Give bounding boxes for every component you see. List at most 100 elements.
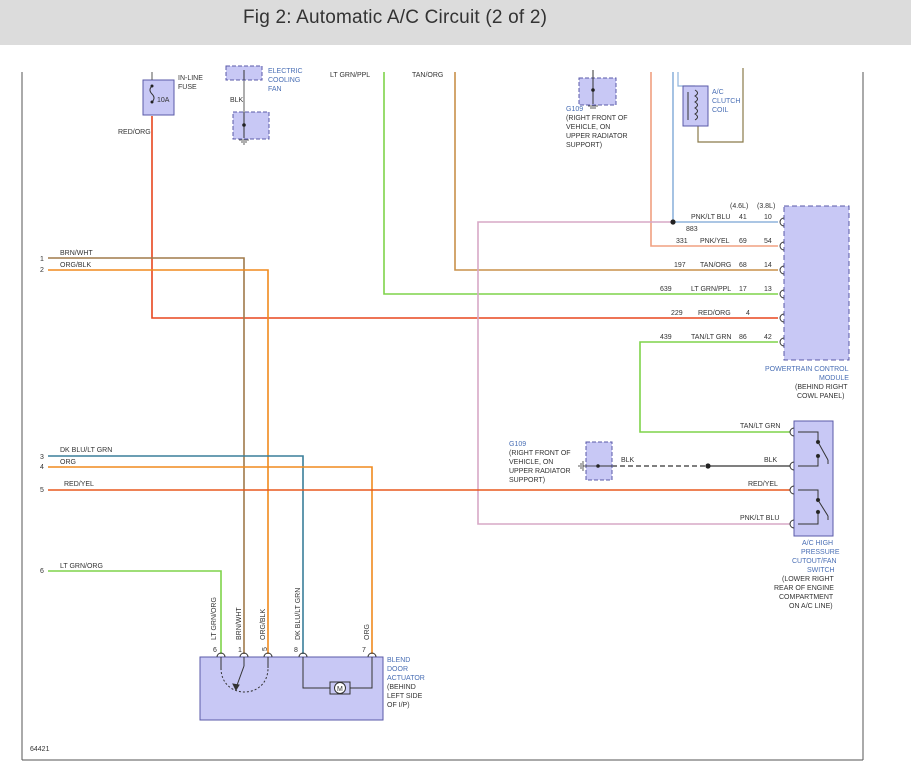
actuator-pin-1-num: 1 bbox=[238, 647, 242, 654]
wire-clutch-upper bbox=[677, 72, 695, 87]
switch-label-2: PRESSURE bbox=[801, 549, 840, 556]
g109-mid-desc-2: VEHICLE, ON bbox=[509, 459, 553, 466]
left-pin-3-wire: DK BLU/LT GRN bbox=[60, 447, 112, 454]
left-pin-4-wire: ORG bbox=[60, 459, 76, 466]
pcm-row-4-pin-a: 68 bbox=[739, 262, 747, 269]
pcm-label-1: POWERTRAIN CONTROL bbox=[765, 366, 849, 373]
fan-label-2: COOLING bbox=[268, 77, 300, 84]
switch-location-3: COMPARTMENT bbox=[779, 594, 834, 601]
wire-clutch-lower bbox=[697, 68, 744, 143]
g109-top-desc-4: SUPPORT) bbox=[566, 142, 602, 149]
pcm-row-7-pin-a: 86 bbox=[739, 334, 747, 341]
cooling-fan bbox=[225, 65, 263, 81]
g109-top-desc-3: UPPER RADIATOR bbox=[566, 133, 628, 140]
actuator-pin-1-wire: BRN/WHT bbox=[236, 607, 243, 640]
inline-fuse-label-2: FUSE bbox=[178, 84, 197, 91]
figure-header: Fig 2: Automatic A/C Circuit (2 of 2) bbox=[0, 0, 911, 45]
pcm-row-4-circuit: 197 bbox=[674, 262, 686, 269]
wire-lt-grn-ppl bbox=[383, 72, 778, 295]
left-pin-2: 2 ORG/BLK bbox=[40, 262, 91, 274]
actuator-pin-8-wire: DK BLU/LT GRN bbox=[295, 588, 302, 640]
pcm-row-4-wire: TAN/ORG bbox=[700, 262, 731, 269]
actuator-pin-8-num: 8 bbox=[294, 647, 298, 654]
top-wire-tan-org: TAN/ORG bbox=[412, 72, 443, 79]
actuator-pin-6-num: 6 bbox=[213, 647, 217, 654]
left-pin-1: 1 BRN/WHT bbox=[40, 250, 93, 263]
actuator-pin-5-wire: ORG/BLK bbox=[260, 609, 267, 640]
switch-label-1: A/C HIGH bbox=[802, 540, 833, 547]
pcm-row-6-pin-b: 4 bbox=[746, 310, 750, 317]
clutch-label-3: COIL bbox=[712, 107, 728, 114]
switch-wire-4: PNK/LT BLU bbox=[740, 515, 779, 522]
actuator-location-1: (BEHIND bbox=[387, 684, 416, 691]
left-pin-6-wire: LT GRN/ORG bbox=[60, 563, 103, 570]
pcm-row-7-pin-b: 42 bbox=[764, 334, 772, 341]
switch-location-4: ON A/C LINE) bbox=[789, 603, 833, 610]
wire-tan-org bbox=[454, 72, 778, 271]
inline-fuse bbox=[142, 72, 175, 116]
page-title: Fig 2: Automatic A/C Circuit (2 of 2) bbox=[243, 7, 548, 28]
left-pin-5-num: 5 bbox=[40, 487, 44, 494]
inline-fuse-label-1: IN-LINE bbox=[178, 75, 203, 82]
pcm-label-2: MODULE bbox=[819, 375, 849, 382]
wire-org-blk bbox=[48, 269, 269, 654]
wire-org bbox=[48, 466, 373, 654]
fan-wire-label: BLK bbox=[230, 97, 244, 104]
fan-label-1: ELECTRIC bbox=[268, 68, 303, 75]
diagram-frame bbox=[21, 72, 864, 761]
actuator-location-3: OF I/P) bbox=[387, 702, 410, 709]
wire-pnk-lt-blu bbox=[477, 221, 790, 525]
actuator-motor bbox=[302, 657, 373, 695]
switch-wire-3: RED/YEL bbox=[748, 481, 778, 488]
g109-mid-ground bbox=[578, 441, 613, 481]
pcm-row-1-wire: PNK/LT BLU bbox=[691, 214, 730, 221]
left-pin-4-num: 4 bbox=[40, 464, 44, 471]
actuator-label-3: ACTUATOR bbox=[387, 675, 425, 682]
pcm-row-3-circuit: 331 bbox=[676, 238, 688, 245]
wire-dk-blu-lt-grn bbox=[48, 455, 304, 654]
pcm-row-5-wire: LT GRN/PPL bbox=[691, 286, 731, 293]
pcm-location-1: (BEHIND RIGHT bbox=[795, 384, 848, 391]
fan-ground bbox=[232, 111, 270, 145]
left-pin-3-num: 3 bbox=[40, 454, 44, 461]
wire-red-org-fuse bbox=[151, 116, 778, 319]
pcm-row-7-circuit: 439 bbox=[660, 334, 672, 341]
clutch-label-1: A/C bbox=[712, 89, 724, 96]
top-wire-lt-grn-ppl: LT GRN/PPL bbox=[330, 72, 370, 79]
actuator-location-2: LEFT SIDE bbox=[387, 693, 423, 700]
switch-label-4: SWITCH bbox=[807, 567, 835, 574]
figure-id: 64421 bbox=[30, 746, 50, 753]
g109-mid-desc-4: SUPPORT) bbox=[509, 477, 545, 484]
actuator-label-1: BLEND bbox=[387, 657, 410, 664]
pcm-row-3: 331 PNK/YEL 69 54 bbox=[676, 238, 772, 245]
pcm-terminals bbox=[779, 217, 785, 347]
pcm-row-1-pin-b: 10 bbox=[764, 214, 772, 221]
actuator-pin-7-num: 7 bbox=[362, 647, 366, 654]
left-pin-6: 6 LT GRN/ORG bbox=[40, 563, 103, 575]
pcm-row-6-wire: RED/ORG bbox=[698, 310, 731, 317]
actuator-pin-7-wire: ORG bbox=[364, 624, 371, 640]
g109-mid-wire: BLK bbox=[621, 457, 635, 464]
pcm-location-2: COWL PANEL) bbox=[797, 393, 844, 400]
g109-top-desc-2: VEHICLE, ON bbox=[566, 124, 610, 131]
wire-brn-wht bbox=[48, 257, 245, 654]
actuator-label-2: DOOR bbox=[387, 666, 408, 673]
switch-location-1: (LOWER RIGHT bbox=[782, 576, 834, 583]
left-pin-5: 5 RED/YEL bbox=[40, 481, 94, 494]
pcm-row-1: PNK/LT BLU 41 10 bbox=[691, 214, 772, 221]
pcm-row-2-circuit: 883 bbox=[686, 226, 698, 233]
pcm-engine-b: (3.8L) bbox=[757, 203, 775, 210]
motor-symbol: M bbox=[337, 686, 343, 693]
pcm-row-7: 439 TAN/LT GRN 86 42 bbox=[660, 334, 772, 341]
pcm-row-1-pin-a: 41 bbox=[739, 214, 747, 221]
pcm-engine-a: (4.6L) bbox=[730, 203, 748, 210]
g109-mid-name: G109 bbox=[509, 441, 526, 448]
pcm-row-5-pin-b: 13 bbox=[764, 286, 772, 293]
fan-label-3: FAN bbox=[268, 86, 282, 93]
left-pin-5-wire: RED/YEL bbox=[64, 481, 94, 488]
pcm-row-5-circuit: 639 bbox=[660, 286, 672, 293]
left-pin-3: 3 DK BLU/LT GRN bbox=[40, 447, 112, 461]
g109-mid-desc-1: (RIGHT FRONT OF bbox=[509, 450, 571, 457]
actuator-pin-6-wire: LT GRN/ORG bbox=[211, 597, 218, 640]
